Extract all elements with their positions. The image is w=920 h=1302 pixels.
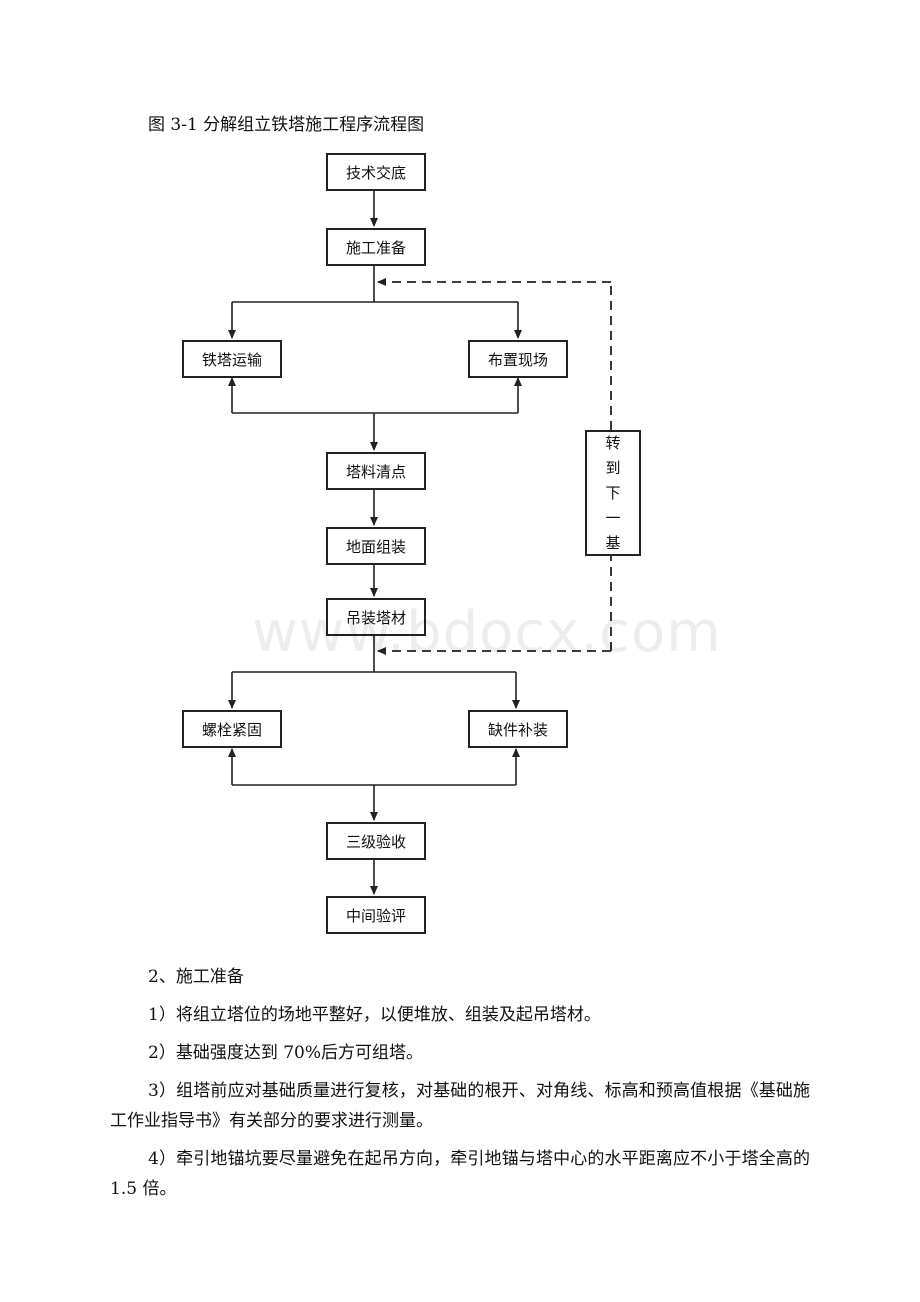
step-site-layout: 布置现场 (468, 340, 568, 378)
figure-caption: 图 3-1 分解组立铁塔施工程序流程图 (148, 115, 425, 135)
step-interim-evaluation: 中间验评 (326, 896, 426, 934)
list-item: 4）牵引地锚坑要尽量避免在起吊方向，牵引地锚与塔中心的水平距离应不小于塔全高的 … (110, 1149, 810, 1199)
step-missing-parts: 缺件补装 (468, 710, 568, 748)
section-heading: 2、施工准备 (148, 967, 244, 987)
step-tech-briefing: 技术交底 (326, 153, 426, 191)
list-item: 3）组塔前应对基础质量进行复核，对基础的根开、对角线、标高和预高值根据《基础施工… (110, 1081, 810, 1131)
loop-char: 基 (605, 533, 621, 552)
step-three-level-inspection: 三级验收 (326, 822, 426, 860)
list-item: 1）将组立塔位的场地平整好，以便堆放、组装及起吊塔材。 (148, 1005, 601, 1025)
step-hoisting: 吊装塔材 (326, 598, 426, 636)
step-material-check: 塔料清点 (326, 452, 426, 490)
step-ground-assembly: 地面组装 (326, 527, 426, 565)
step-bolt-tightening: 螺栓紧固 (182, 710, 282, 748)
list-item: 2）基础强度达到 70%后方可组塔。 (148, 1043, 424, 1063)
flowchart-connectors (228, 190, 612, 895)
loop-char: 到 (605, 458, 621, 477)
step-tower-transport: 铁塔运输 (182, 340, 282, 378)
watermark: www.bdocx.com (252, 600, 722, 665)
loop-char: 下 (605, 483, 621, 502)
loop-next-tower-box: 转 到 下 一 基 (585, 430, 641, 556)
loop-char: 一 (605, 508, 621, 527)
step-construction-prep: 施工准备 (326, 228, 426, 266)
loop-char: 转 (605, 433, 621, 452)
